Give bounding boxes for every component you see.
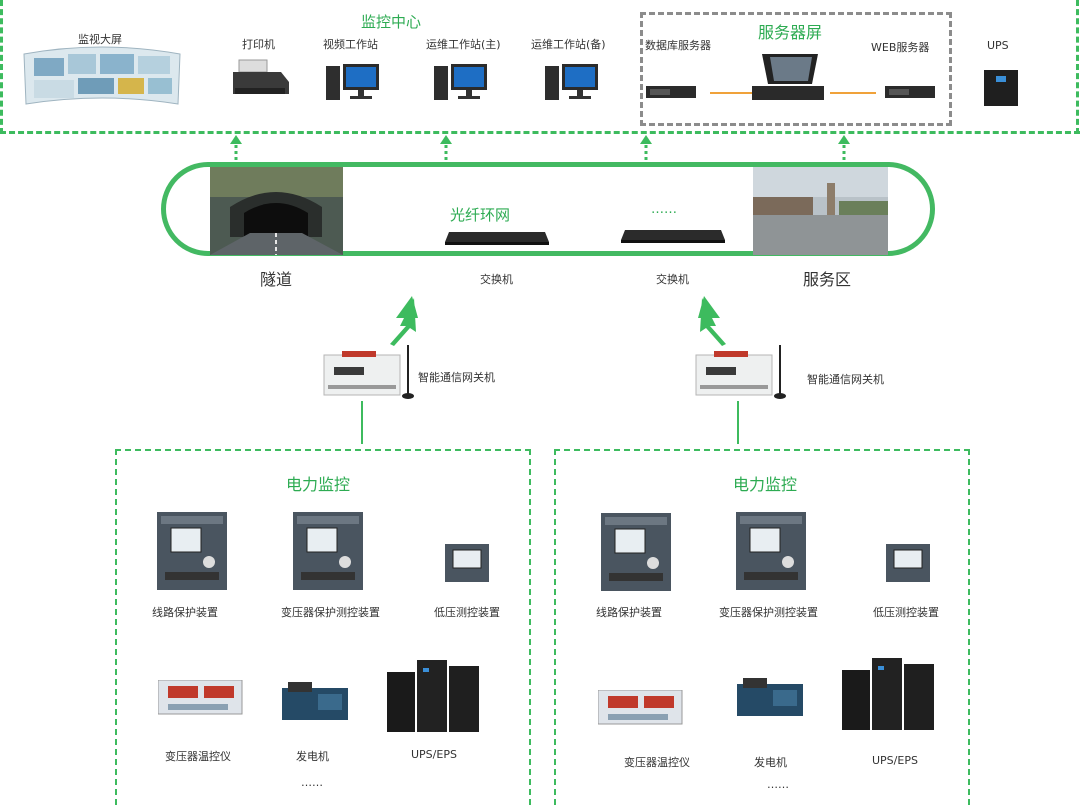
gateway-2-link: [737, 401, 739, 444]
monitor-center-right-edge: [1076, 0, 1079, 134]
line-protection-device-1-icon: [157, 512, 227, 590]
ops-workstation-main-icon: [434, 64, 487, 100]
low-voltage-device-1-icon: [445, 544, 489, 582]
low-voltage-device-1-label: 低压测控装置: [434, 606, 500, 619]
switch-1-icon: [445, 232, 549, 245]
switch-2-icon: [621, 230, 725, 243]
gateway-2-arrow: [698, 296, 726, 346]
temp-controller-1-label: 变压器温控仪: [165, 750, 231, 763]
temp-controller-1-icon: [158, 680, 243, 715]
ups-label: UPS: [987, 39, 1009, 52]
monitor-center-left-edge: [0, 0, 3, 134]
ops-workstation-backup-label: 运维工作站(备): [531, 38, 606, 51]
generator-1-label: 发电机: [296, 750, 329, 763]
power-group-2-title: 电力监控: [733, 475, 798, 494]
generator-2-label: 发电机: [754, 756, 787, 769]
generator-2-icon: [737, 678, 803, 716]
low-voltage-device-2-label: 低压测控装置: [873, 606, 939, 619]
tunnel-label: 隧道: [260, 270, 293, 289]
printer-icon: [233, 59, 289, 94]
power-group-1-frame: [115, 449, 531, 805]
switch-2-label: 交换机: [656, 273, 689, 286]
server-screen-frame: [640, 12, 952, 126]
tunnel-photo: [210, 167, 343, 255]
power-group-1-more: ……: [301, 776, 323, 789]
kvm-console-icon: [752, 54, 824, 100]
ops-workstation-backup-icon: [545, 64, 598, 100]
web-server-label: WEB服务器: [871, 41, 930, 54]
ops-workstation-main-label: 运维工作站(主): [426, 38, 501, 51]
generator-1-icon: [282, 682, 348, 720]
transformer-protection-device-1-icon: [293, 512, 363, 590]
server-screen-title: 服务器屏: [758, 23, 823, 42]
low-voltage-device-2-icon: [886, 544, 930, 582]
web-server-icon: [885, 86, 935, 98]
monitor-center-title: 监控中心: [361, 13, 422, 31]
gateway-1-link: [361, 401, 363, 444]
ring-ellipsis: ……: [651, 202, 677, 217]
ups-eps-2-label: UPS/EPS: [872, 754, 918, 767]
switch-1-label: 交换机: [480, 273, 513, 286]
ups-icon: [984, 70, 1018, 106]
fiber-ring: [161, 162, 935, 256]
line-protection-device-1-label: 线路保护装置: [152, 606, 218, 619]
temp-controller-2-icon: [598, 690, 683, 725]
transformer-protection-device-2-icon: [736, 512, 806, 590]
ups-eps-1-label: UPS/EPS: [411, 748, 457, 761]
transformer-protection-device-2-label: 变压器保护测控装置: [719, 606, 818, 619]
big-screen-label: 监视大屏: [78, 33, 122, 46]
db-server-icon: [646, 86, 696, 98]
printer-label: 打印机: [242, 38, 275, 51]
power-group-2-frame: [554, 449, 970, 805]
ups-eps-1-icon: [387, 660, 479, 732]
server-link-left: [710, 92, 752, 94]
db-server-label: 数据库服务器: [645, 39, 711, 52]
big-screen-icon: [23, 46, 181, 105]
gateway-1-icon: [323, 345, 414, 399]
uplink-arrows: [230, 135, 850, 160]
video-workstation-icon: [326, 64, 379, 100]
service-area-photo: [753, 167, 888, 255]
power-group-1-title: 电力监控: [286, 475, 351, 494]
service-area-label: 服务区: [803, 270, 852, 289]
power-group-2-more: ……: [767, 778, 789, 791]
gateway-2-icon: [695, 345, 786, 399]
fiber-ring-title: 光纤环网: [450, 206, 511, 224]
video-workstation-label: 视频工作站: [323, 38, 378, 51]
ups-eps-2-icon: [842, 658, 934, 730]
temp-controller-2-label: 变压器温控仪: [624, 756, 690, 769]
gateway-1-arrow: [390, 296, 418, 346]
gateway-2-label: 智能通信网关机: [807, 373, 884, 386]
line-protection-device-2-icon: [601, 513, 671, 591]
line-protection-device-2-label: 线路保护装置: [596, 606, 662, 619]
monitor-center-frame: [0, 0, 1080, 134]
transformer-protection-device-1-label: 变压器保护测控装置: [281, 606, 380, 619]
server-link-right: [830, 92, 876, 94]
gateway-1-label: 智能通信网关机: [418, 371, 495, 384]
